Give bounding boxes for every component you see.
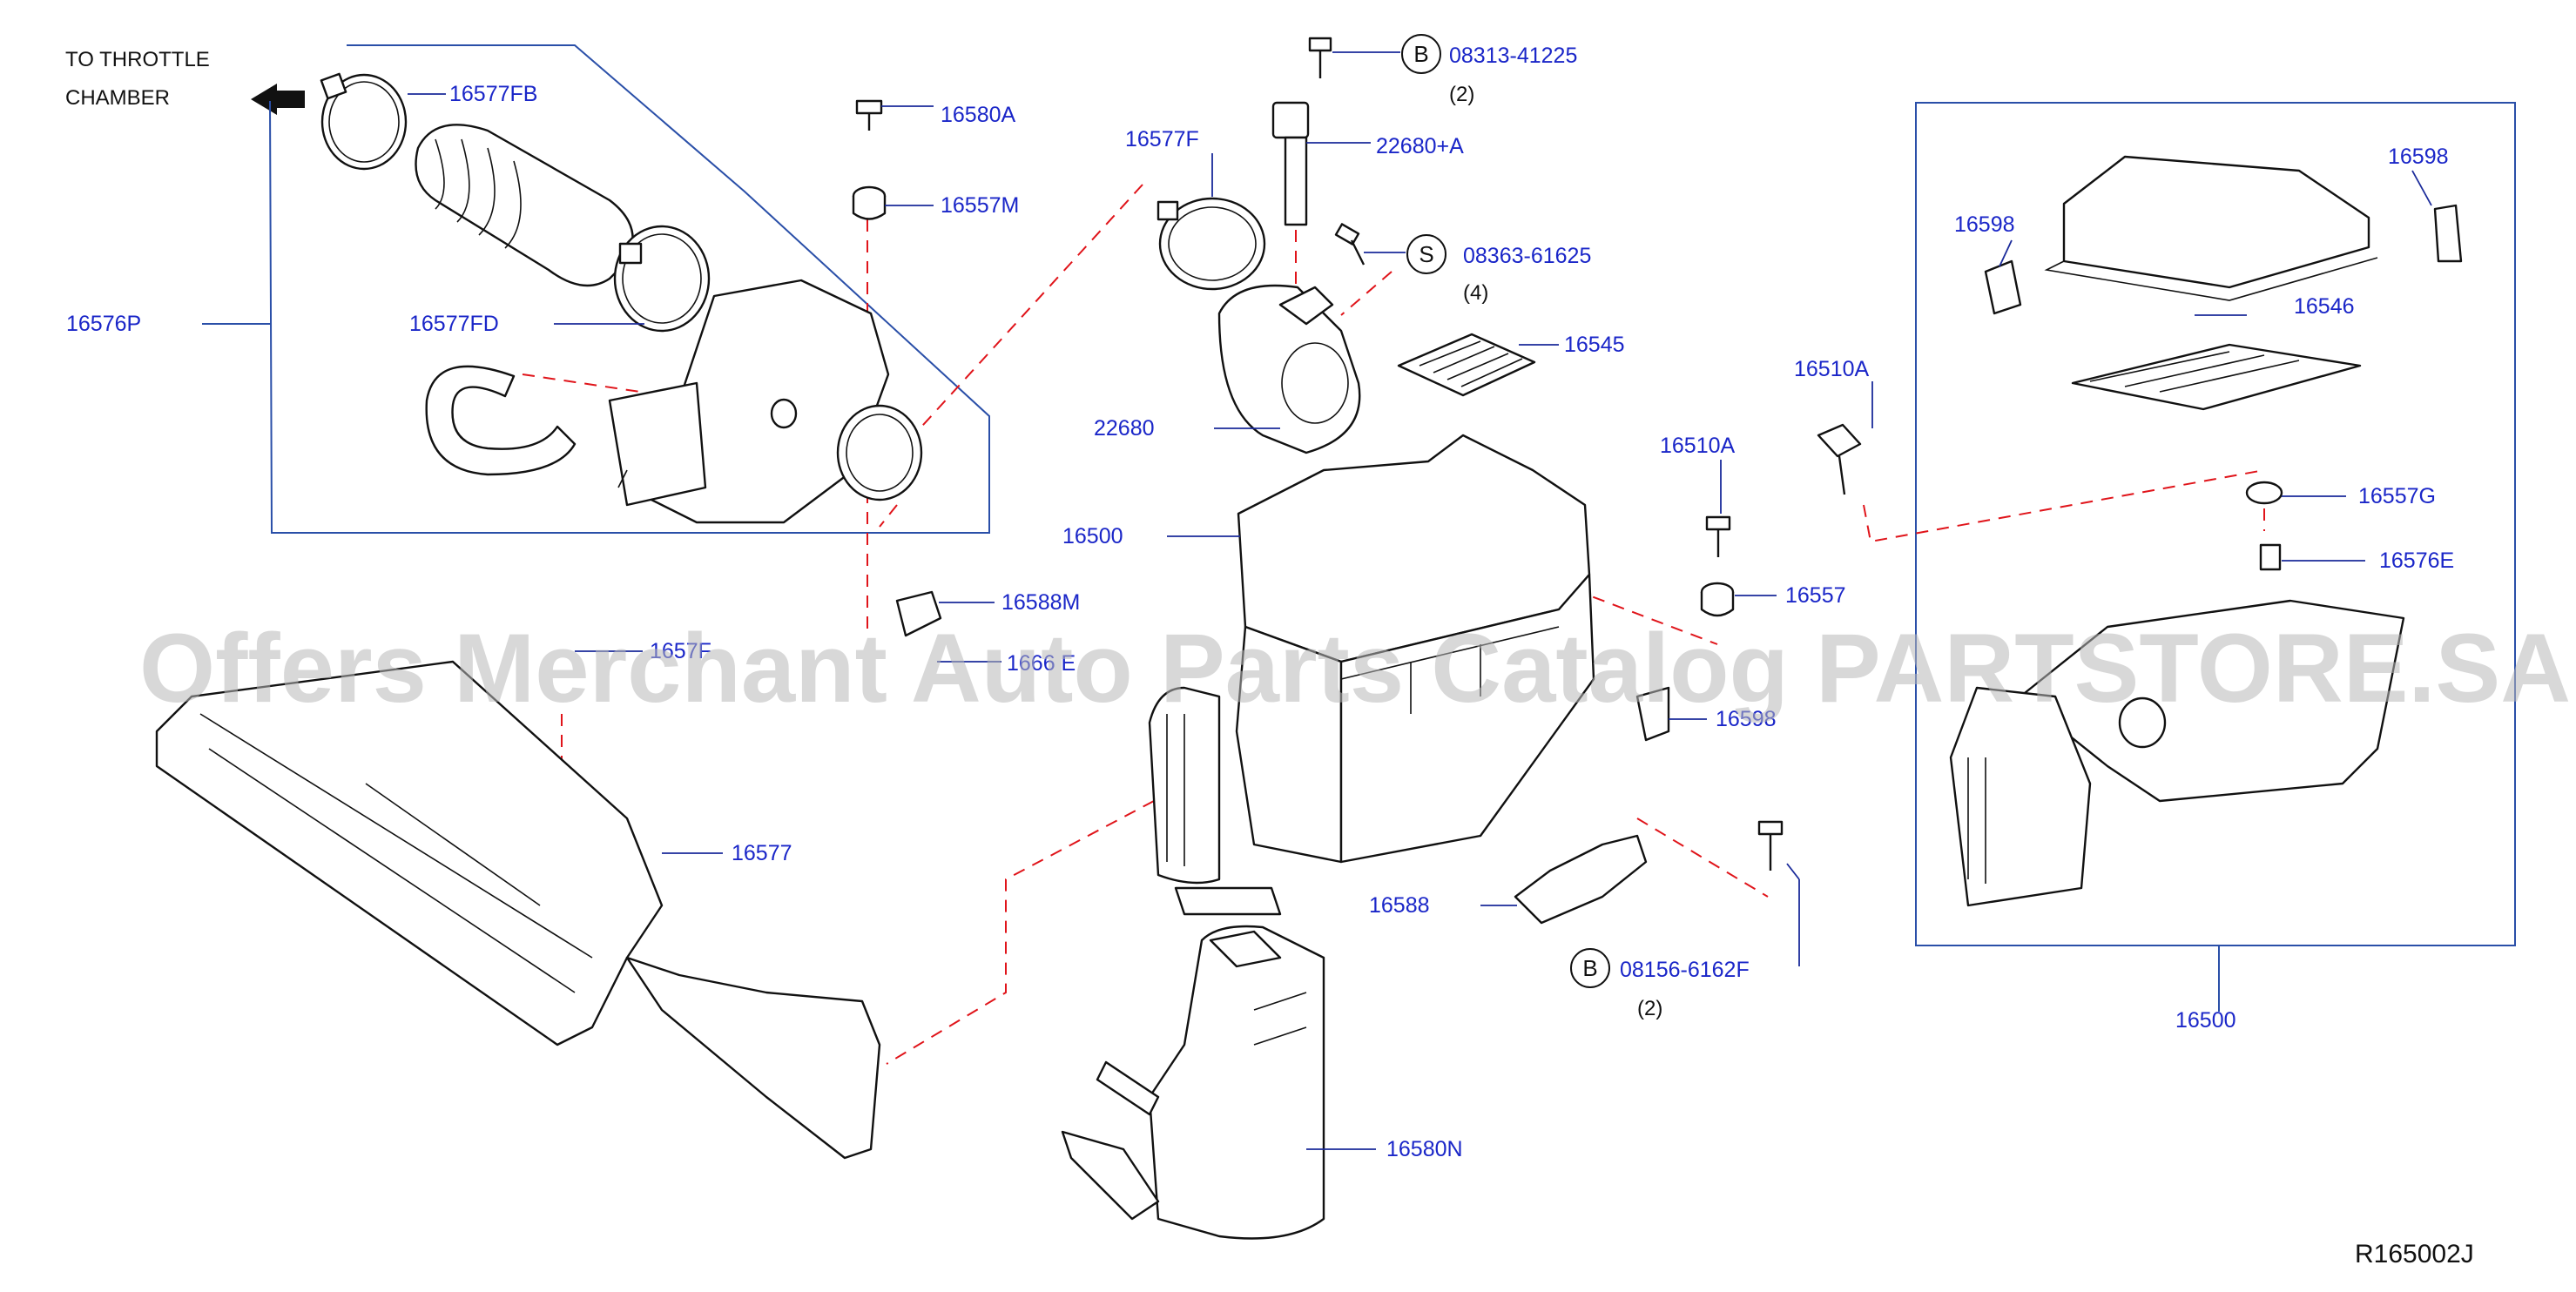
label-16545[interactable]: 16545 — [1564, 333, 1625, 357]
marker-s-08363: S — [1406, 234, 1446, 274]
insulator-16576E — [2259, 543, 2282, 571]
throttle-adapter — [608, 279, 923, 524]
inset-frame-throttle — [269, 44, 990, 534]
resonator-16580N — [1061, 925, 1325, 1240]
label-16557M[interactable]: 16557M — [941, 193, 1019, 218]
label-08313-41225[interactable]: 08313-41225 — [1449, 44, 1577, 68]
bolt-16580A — [855, 99, 883, 131]
label-16598-left[interactable]: 16598 — [1954, 212, 2015, 237]
air-cleaner-assembly-box — [1949, 599, 2405, 907]
label-08313-qty: (2) — [1449, 83, 1474, 106]
label-16500-main[interactable]: 16500 — [1062, 524, 1123, 548]
screw-08363 — [1334, 223, 1366, 266]
label-08363-61625[interactable]: 08363-61625 — [1463, 244, 1591, 268]
part-labels: 16577FB 16576P 16577FD 16580A 16557M 165… — [66, 44, 2454, 1161]
label-16598-right[interactable]: 16598 — [2388, 145, 2449, 169]
direction-note: TO THROTTLE CHAMBER — [65, 48, 305, 115]
label-08363-qty: (4) — [1463, 281, 1488, 305]
clamp-16577FD — [613, 225, 711, 333]
label-16510A-center[interactable]: 16510A — [1660, 434, 1736, 458]
grommet-16557 — [1700, 582, 1735, 617]
air-cleaner-16500 — [1148, 434, 1595, 916]
marker-b-08313: B — [1401, 34, 1441, 74]
label-16546[interactable]: 16546 — [2294, 294, 2355, 319]
air-filter-16546 — [2071, 343, 2362, 411]
clamp-16577F — [1157, 197, 1266, 291]
label-16598-center[interactable]: 16598 — [1716, 707, 1777, 731]
clip-16598-left — [1984, 259, 2022, 315]
inset-frame-box-assembly — [1915, 102, 2516, 946]
marker-b-08313-letter: B — [1413, 41, 1428, 67]
label-16557G[interactable]: 16557G — [2358, 484, 2436, 508]
label-16576P[interactable]: 16576P — [66, 312, 141, 336]
screw-08313 — [1308, 37, 1332, 78]
label-1666E[interactable]: 1666 E — [1007, 651, 1076, 676]
label-16510A-right[interactable]: 16510A — [1794, 357, 1870, 381]
bolt-08156 — [1757, 820, 1784, 871]
bolt-16510A-center — [1705, 515, 1731, 557]
label-22680A[interactable]: 22680+A — [1376, 134, 1464, 158]
leader-lines — [408, 51, 2432, 1150]
air-cleaner-cover — [2044, 155, 2378, 301]
marker-b-08156-letter: B — [1582, 955, 1597, 981]
hose-bend — [425, 365, 577, 476]
grommet-16557M — [852, 185, 887, 220]
label-16580N[interactable]: 16580N — [1386, 1137, 1463, 1161]
label-1657F[interactable]: 1657F — [650, 639, 711, 663]
clamp-16577FB — [320, 72, 408, 171]
label-16500-box[interactable]: 16500 — [2175, 1008, 2236, 1033]
maf-sensor-22680A — [1271, 101, 1310, 226]
bolt-16510A-right — [1817, 423, 1862, 495]
clip-16598-right — [2433, 204, 2463, 263]
direction-note-line1: TO THROTTLE — [65, 48, 210, 71]
label-16577[interactable]: 16577 — [732, 841, 792, 865]
label-08156-6162F[interactable]: 08156-6162F — [1620, 958, 1750, 982]
grommet-16557G — [2245, 481, 2283, 505]
direction-note-line2: CHAMBER — [65, 86, 170, 110]
label-16576E[interactable]: 16576E — [2379, 548, 2454, 573]
label-08156-qty: (2) — [1637, 997, 1662, 1020]
label-16588M[interactable]: 16588M — [1001, 590, 1080, 615]
air-duct-16577 — [155, 660, 881, 1160]
label-16557[interactable]: 16557 — [1785, 583, 1846, 608]
label-22680[interactable]: 22680 — [1094, 416, 1155, 441]
seal-pad-16545 — [1397, 333, 1536, 397]
diagram-reference-code: R165002J — [2355, 1240, 2474, 1268]
marker-s-08363-letter: S — [1419, 241, 1433, 267]
bracket-16588 — [1514, 834, 1648, 925]
label-16577FD[interactable]: 16577FD — [409, 312, 499, 336]
clip-16598-center — [1635, 686, 1670, 742]
arrow-left-icon — [251, 84, 305, 115]
marker-b-08156: B — [1570, 948, 1610, 988]
label-16577F[interactable]: 16577F — [1125, 127, 1199, 151]
bracket-16588M — [895, 590, 942, 637]
label-16577FB[interactable]: 16577FB — [449, 82, 537, 106]
label-16580A[interactable]: 16580A — [941, 103, 1016, 127]
label-16588[interactable]: 16588 — [1369, 893, 1430, 918]
maf-housing-22680 — [1217, 284, 1361, 454]
watermark-text: Offers Merchant Auto Parts Catalog PARTS… — [139, 614, 2571, 723]
air-duct-hose — [415, 124, 634, 287]
